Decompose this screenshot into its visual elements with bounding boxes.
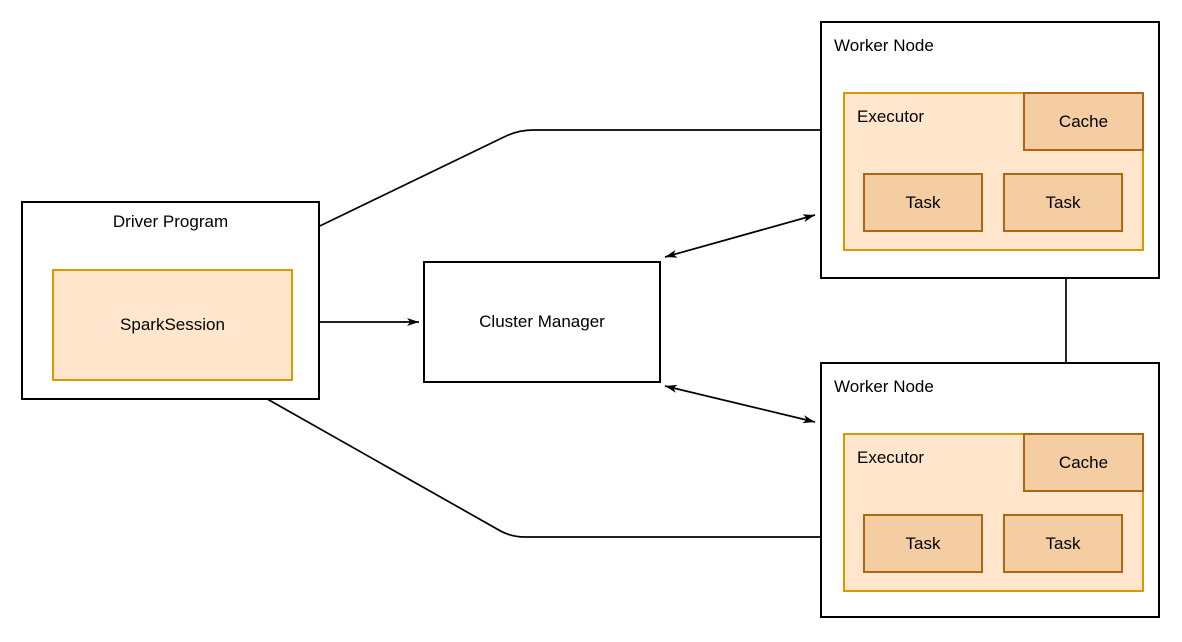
cache-bottom-label: Cache (1058, 452, 1109, 472)
task-label: Task (1045, 533, 1081, 553)
worker-node-bottom-label: Worker Node (834, 377, 934, 396)
spark-session-label: SparkSession (120, 315, 225, 334)
cluster-manager-label: Cluster Manager (479, 312, 605, 331)
arrow-sparksession-to-executor-bottom (238, 382, 837, 541)
task-box: Task (863, 514, 983, 573)
worker-node-bottom-box: Worker Node Executor Cache Task Task (820, 362, 1160, 618)
cache-top-label: Cache (1058, 111, 1109, 131)
arrow-sparksession-to-executor-top (238, 126, 837, 266)
cache-bottom-box: Cache (1023, 433, 1144, 492)
spark-session-box: SparkSession (52, 269, 293, 381)
task-box: Task (1003, 173, 1123, 232)
task-label: Task (905, 192, 941, 212)
task-label: Task (905, 533, 941, 553)
arrow-cluster-manager-to-worker-top (664, 214, 816, 258)
executor-top-label: Executor (857, 107, 925, 126)
task-box: Task (863, 173, 983, 232)
task-label: Task (1045, 192, 1081, 212)
arrow-cluster-manager-to-worker-bottom (664, 384, 816, 424)
cluster-manager-box: Cluster Manager (423, 261, 661, 383)
driver-program-label: Driver Program (112, 212, 229, 231)
task-box: Task (1003, 514, 1123, 573)
worker-node-top-label: Worker Node (834, 36, 934, 55)
driver-program-box: Driver Program SparkSession (21, 201, 320, 400)
executor-bottom-label: Executor (857, 448, 925, 467)
worker-node-top-box: Worker Node Executor Cache Task Task (820, 21, 1160, 279)
cache-top-box: Cache (1023, 92, 1144, 151)
